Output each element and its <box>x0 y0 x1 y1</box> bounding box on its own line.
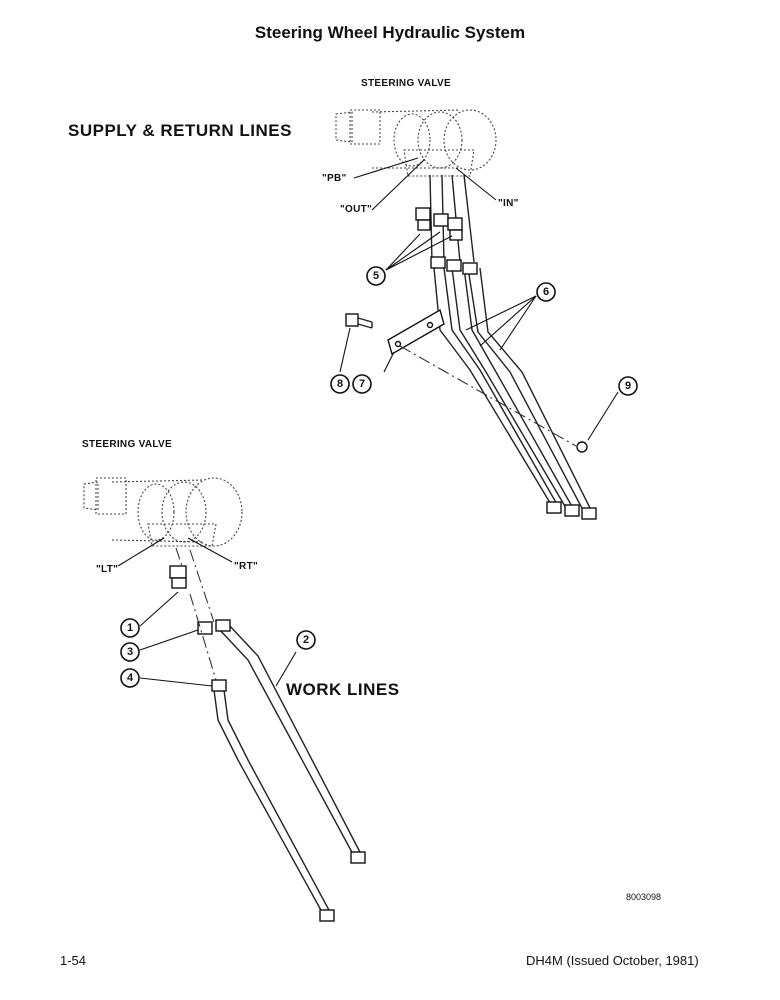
svg-text:3: 3 <box>127 646 133 658</box>
upper-steering-valve <box>335 109 497 177</box>
svg-text:8: 8 <box>337 378 343 390</box>
supply-return-heading: SUPPLY & RETURN LINES <box>68 121 292 140</box>
upper-port-leaders <box>353 157 497 211</box>
lower-valve-label: STEERING VALVE <box>82 439 172 450</box>
callout-7: 7 <box>352 374 372 394</box>
svg-text:7: 7 <box>359 378 365 390</box>
svg-text:4: 4 <box>127 672 134 684</box>
callout-1: 1 <box>120 618 140 638</box>
lower-fittings <box>169 547 217 681</box>
figure-number: 8003098 <box>626 892 662 902</box>
page-title: Steering Wheel Hydraulic System <box>254 23 526 42</box>
callout-5: 5 <box>366 266 386 286</box>
svg-text:5: 5 <box>373 270 379 282</box>
upper-valve-label: STEERING VALVE <box>361 78 451 89</box>
callout-9: 9 <box>618 376 638 396</box>
lower-port-leaders <box>117 537 233 567</box>
callout-2: 2 <box>296 630 316 650</box>
svg-text:2: 2 <box>303 634 309 646</box>
page-number: 1-54 <box>60 953 87 968</box>
work-tubes <box>211 619 366 922</box>
callout-8: 8 <box>330 374 350 394</box>
upper-callout-leaders <box>339 231 619 441</box>
svg-text:9: 9 <box>625 380 631 392</box>
callout-6: 6 <box>536 282 556 302</box>
port-in-label: "IN" <box>498 198 519 209</box>
port-lt-label: "LT" <box>96 564 119 575</box>
clamp-bracket <box>345 308 577 447</box>
document-id: DH4M (Issued October, 1981) <box>526 953 699 968</box>
callout-4: 4 <box>120 668 140 688</box>
port-rt-label: "RT" <box>234 561 259 572</box>
port-pb-label: "PB" <box>322 173 347 184</box>
work-lines-heading: WORK LINES <box>286 680 400 699</box>
nut-9 <box>576 441 588 453</box>
lower-steering-valve <box>83 477 243 547</box>
svg-text:6: 6 <box>543 286 549 298</box>
port-out-label: "OUT" <box>340 204 373 215</box>
callout-3: 3 <box>120 642 140 662</box>
upper-tubes <box>429 174 597 520</box>
svg-text:1: 1 <box>127 622 133 634</box>
lower-callout-leaders <box>139 591 297 687</box>
fittings-5 <box>415 207 463 241</box>
